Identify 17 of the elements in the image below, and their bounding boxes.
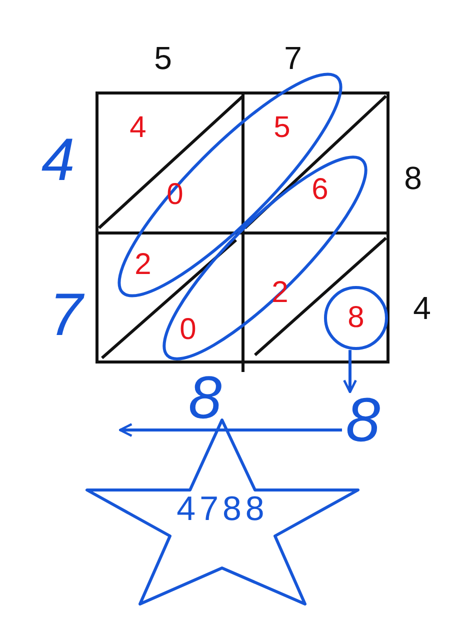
circled-digit: 8 [324, 286, 388, 350]
digit-label: 5 [154, 42, 172, 74]
digit-label: 7 [49, 285, 83, 345]
arrow [343, 350, 357, 394]
digit-label: 8 [188, 368, 222, 428]
handwritten-digit: 8 [342, 392, 384, 450]
digit-label: 4 [41, 130, 75, 190]
digit-label: 8 [404, 162, 422, 194]
digit-label: 2 [134, 250, 152, 280]
digit-label: 5 [274, 113, 290, 143]
digit-label: 0 [180, 315, 196, 345]
product-result: 4788 [176, 490, 268, 528]
digit-label: 7 [284, 42, 302, 74]
arrow [118, 423, 342, 437]
digit-label: 4 [413, 292, 431, 324]
digit-label: 6 [312, 175, 328, 205]
digit-label: 4 [130, 113, 146, 143]
